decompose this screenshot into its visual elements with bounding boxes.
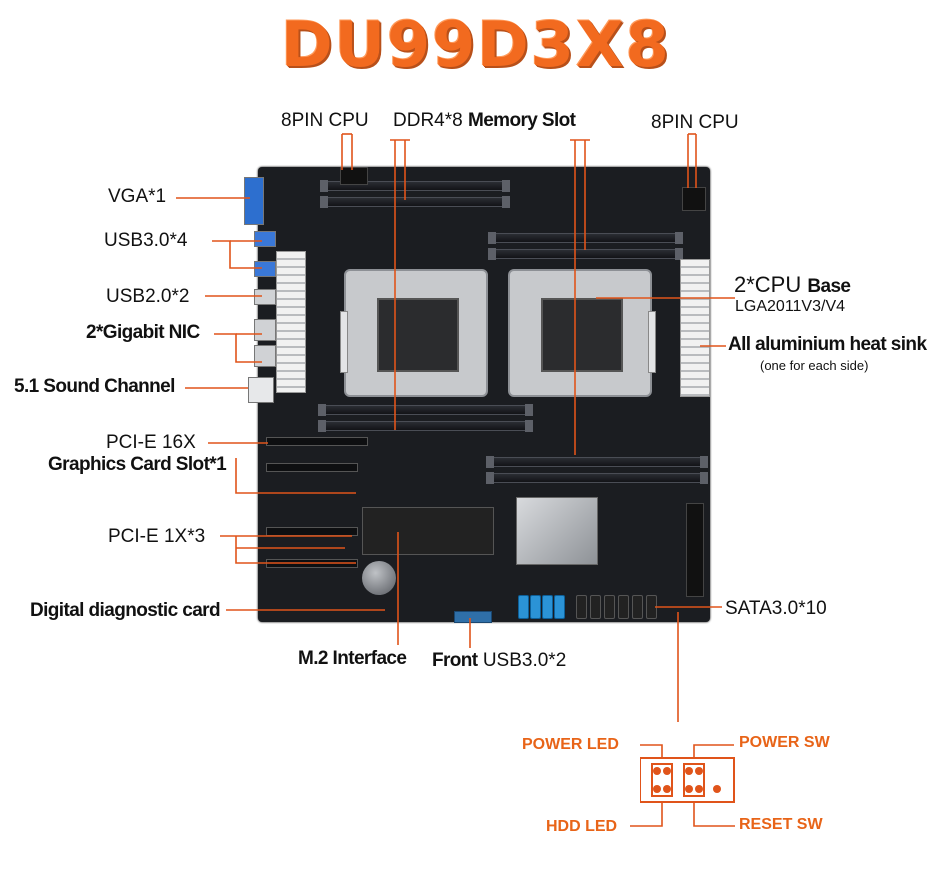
label-cpu-base-suffix: Base <box>807 276 851 297</box>
motherboard-image <box>244 167 710 623</box>
cpu-8pin-connector <box>682 187 706 211</box>
label-usb30: USB3.0*4 <box>104 230 188 251</box>
pcie-x1-slot <box>266 463 358 472</box>
sata-port <box>542 595 553 619</box>
cmos-battery <box>362 561 396 595</box>
usb30-port <box>254 261 276 277</box>
label-reset-sw: RESET SW <box>739 816 823 833</box>
label-power-sw: POWER SW <box>739 734 830 751</box>
sata-port <box>618 595 629 619</box>
product-title: DU99D3X8 <box>281 8 671 81</box>
label-hdd-led: HDD LED <box>546 818 618 835</box>
label-front-usb-suffix: USB3.0*2 <box>482 650 567 671</box>
sata-port <box>632 595 643 619</box>
sata-port <box>554 595 565 619</box>
label-8pin-cpu-right: 8PIN CPU <box>651 112 739 133</box>
usb20-port <box>254 289 276 305</box>
sata-port <box>604 595 615 619</box>
label-vga: VGA*1 <box>108 186 167 207</box>
sata-port <box>590 595 601 619</box>
m2-slot <box>362 507 494 555</box>
dimm-slot <box>320 180 510 192</box>
label-graphics-slot: Graphics Card Slot*1 <box>48 454 227 475</box>
sata-port <box>530 595 541 619</box>
audio-port <box>248 377 274 403</box>
front-panel-header <box>639 752 735 803</box>
vrm-heatsink-left <box>276 251 306 393</box>
label-ddr4-suffix: Memory Slot <box>467 110 576 131</box>
label-pcie-16x: PCI-E 16X <box>106 432 196 453</box>
usb30-port <box>254 231 276 247</box>
label-ddr4-memory: DDR4*8 Memory Slot <box>393 110 576 132</box>
label-front-usb: Front USB3.0*2 <box>432 650 566 672</box>
label-cpu-base-prefix: 2*CPU <box>734 272 802 297</box>
label-power-led: POWER LED <box>522 736 619 753</box>
vrm-heatsink-right <box>680 259 710 397</box>
nic-port <box>254 319 276 341</box>
label-sound-channel: 5.1 Sound Channel <box>14 376 175 397</box>
dimm-slot <box>318 420 533 432</box>
label-ddr4-prefix: DDR4*8 <box>393 110 463 131</box>
dimm-slot <box>318 404 533 416</box>
cpu-8pin-connector <box>340 167 368 185</box>
dimm-slot <box>486 456 708 468</box>
label-8pin-cpu-left: 8PIN CPU <box>281 110 369 131</box>
atx-24pin-connector <box>686 503 704 597</box>
label-lga: LGA2011V3/V4 <box>735 298 846 315</box>
dimm-slot <box>486 472 708 484</box>
label-heatsink-note: (one for each side) <box>760 358 869 373</box>
vga-port <box>244 177 264 225</box>
front-usb-header <box>454 611 492 623</box>
cpu-socket-left <box>340 269 488 397</box>
label-usb20: USB2.0*2 <box>106 286 190 307</box>
dimm-slot <box>320 196 510 208</box>
chipset-heatsink <box>516 497 598 565</box>
cpu-socket-right <box>508 269 656 397</box>
sata-port <box>518 595 529 619</box>
label-m2: M.2 Interface <box>298 648 407 669</box>
label-gigabit-nic: 2*Gigabit NIC <box>86 322 200 343</box>
label-heatsink: All aluminium heat sink <box>728 334 927 355</box>
label-cpu-base: 2*CPU Base <box>734 272 851 298</box>
label-front-usb-prefix: Front <box>432 650 478 671</box>
pcie-x16-slot <box>266 437 368 446</box>
label-diagnostic-card: Digital diagnostic card <box>30 600 221 621</box>
label-pcie-1x: PCI-E 1X*3 <box>108 526 206 547</box>
sata-port <box>576 595 587 619</box>
label-sata: SATA3.0*10 <box>725 598 827 619</box>
